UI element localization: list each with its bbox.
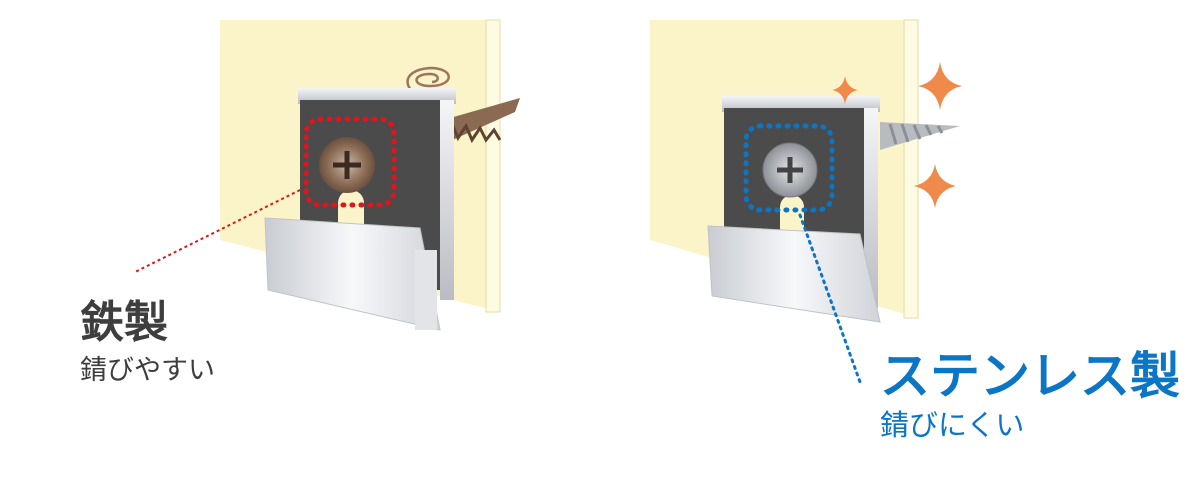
iron-title: 鉄製	[80, 297, 168, 348]
rust-highlight	[303, 116, 397, 208]
iron-bracket-illustration	[134, 19, 520, 331]
stainless-title: ステンレス製	[880, 347, 1180, 405]
stainless-bracket-illustration	[650, 19, 962, 384]
sparkle-icon	[914, 164, 956, 208]
bracket-channel-stainless	[707, 225, 881, 323]
iron-leader-line	[134, 189, 301, 273]
wall-edge-left	[485, 19, 501, 313]
stainless-subtitle: 錆びにくい	[880, 408, 1025, 442]
wall-edge-right	[903, 19, 919, 319]
stainless-highlight	[743, 123, 835, 213]
sparkle-icon	[918, 62, 962, 110]
sparkle-icon	[832, 76, 858, 104]
stainless-leader-line	[798, 213, 862, 384]
iron-subtitle: 錆びやすい	[80, 355, 215, 386]
bracket-channel	[264, 217, 441, 331]
